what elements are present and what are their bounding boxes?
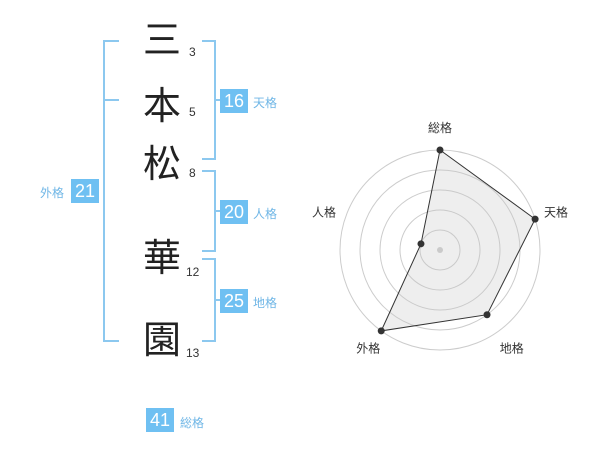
jinkaku-value: 20: [220, 200, 248, 224]
radar-ring: [399, 209, 481, 291]
tenkaku-label: 天格: [253, 96, 278, 110]
radar-axis-label: 外格: [356, 341, 380, 356]
soukaku-label: 総格: [180, 416, 205, 430]
chikaku-bracket-tick: [214, 299, 222, 301]
radar-axis-label: 地格: [500, 341, 524, 356]
tenkaku-value: 16: [220, 89, 248, 113]
radar-axis-label: 人格: [312, 204, 336, 219]
name-char-1: 三: [142, 18, 181, 62]
stroke-count-2: 5: [189, 105, 196, 119]
stroke-count-4: 12: [186, 265, 200, 279]
name-char-2: 本: [142, 84, 181, 128]
radar-point: [531, 215, 539, 223]
radar-point: [417, 240, 425, 248]
radar-area: [380, 149, 536, 332]
name-char-3: 松: [142, 142, 181, 186]
radar-point: [483, 311, 491, 319]
name-char-4: 華: [142, 236, 181, 280]
gaikaku-bracket: [103, 40, 119, 342]
gaikaku-label: 外格: [40, 186, 65, 200]
gaikaku-bracket-tick: [105, 99, 119, 101]
jinkaku-bracket-tick: [214, 210, 222, 212]
name-char-5: 園: [142, 318, 181, 362]
stroke-count-1: 3: [189, 45, 196, 59]
stroke-count-5: 13: [186, 346, 200, 360]
tenkaku-bracket-tick: [214, 99, 222, 101]
radar-point: [436, 146, 444, 154]
radar-axis-label: 総格: [428, 120, 452, 135]
radar-center: [437, 247, 443, 253]
stroke-count-3: 8: [189, 166, 196, 180]
radar-ring: [379, 189, 501, 311]
radar-axis-label: 天格: [544, 204, 568, 219]
gaikaku-value: 21: [71, 179, 99, 203]
radar-ring: [419, 229, 461, 271]
soukaku-value: 41: [146, 408, 174, 432]
radar-point: [377, 327, 385, 335]
jinkaku-label: 人格: [253, 207, 278, 221]
chikaku-label: 地格: [253, 296, 278, 310]
chikaku-value: 25: [220, 289, 248, 313]
